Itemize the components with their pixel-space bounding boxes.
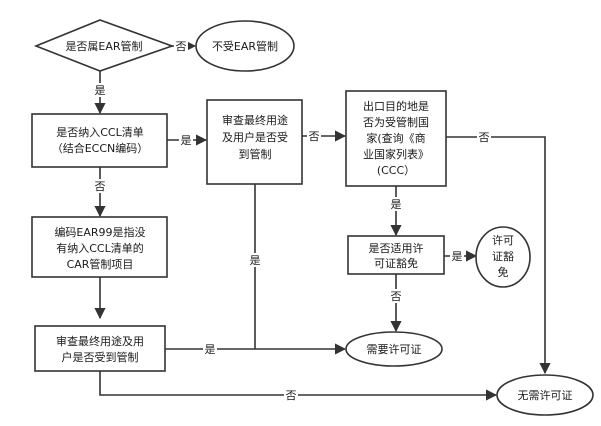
terminal-license-exempt: 许可 证豁 免: [475, 226, 531, 288]
edge-label-ccl-no: 否: [95, 180, 106, 193]
edge-label-review-top-no: 否: [309, 130, 320, 143]
decision-ear-scope: 是否属EAR管制: [33, 19, 175, 72]
process-review-top: 审查最终用途 及用户是否受 到管制: [206, 99, 303, 185]
process-destination-check-line5: (CCC）: [377, 164, 415, 177]
edge-label-country-yes: 是: [391, 198, 402, 211]
process-review-bottom: 审查最终用途及用 户是否受到管制: [34, 325, 166, 372]
decision-license-exemption-shape: [347, 235, 445, 275]
terminal-license-exempt-line2: 证豁: [492, 249, 514, 263]
terminal-no-license-shape: [496, 374, 594, 416]
terminal-not-ear-label: 不受EAR管制: [212, 39, 278, 53]
process-ear99: 编码EAR99是指没 有纳入CCL清单的 CAR管制项目: [31, 216, 168, 278]
terminal-license-exempt-shape: [475, 226, 531, 288]
decision-license-exemption-line2: 可证豁免: [374, 256, 418, 270]
process-destination-check-line1: 出口目的地是: [363, 99, 429, 113]
terminal-license-required: 需要许可证: [345, 331, 443, 367]
process-review-bottom-line2: 户是否受到管制: [62, 350, 139, 364]
terminal-license-exempt-line3: 免: [498, 265, 509, 279]
terminal-no-license: 无需许可证: [496, 374, 594, 416]
terminal-not-ear-shape: [195, 20, 295, 72]
process-destination-check-line4: 业国家列表》: [363, 147, 429, 161]
process-review-top-line3: 到管制: [239, 147, 272, 161]
process-ccl-check: 是否纳入CCL清单 （结合ECCN编码）: [31, 113, 168, 168]
nodes: 是否属EAR管制 不受EAR管制 是否纳入CCL清单 （结合ECCN编码） 审查…: [31, 19, 594, 416]
edge-label-country-no: 否: [479, 131, 490, 144]
edge-label-ccl-yes: 是: [181, 134, 192, 147]
decision-license-exemption-line1: 是否适用许: [369, 242, 424, 255]
edge-label-ear-yes: 是: [95, 84, 106, 97]
process-destination-check-line2: 否为受管制国: [363, 115, 429, 129]
process-review-bottom-line1: 审查最终用途及用: [56, 334, 144, 348]
terminal-license-required-shape: [345, 331, 443, 367]
decision-ear-scope-label: 是否属EAR管制: [65, 39, 142, 53]
edge-label-exempt-no: 否: [391, 290, 402, 303]
edge-label-exempt-yes: 是: [452, 250, 463, 263]
edge-label-review-bottom-yes: 是: [205, 343, 216, 356]
terminal-license-required-label: 需要许可证: [367, 343, 422, 356]
process-ccl-check-line2: （结合ECCN编码）: [52, 141, 149, 155]
process-destination-check-shape: [345, 90, 447, 187]
edge-label-review-bottom-no: 否: [286, 389, 297, 402]
process-destination-check-line3: 家(查询《商: [366, 131, 425, 145]
process-ear99-line3: CAR管制项目: [67, 257, 134, 271]
terminal-license-exempt-line1: 许可: [492, 234, 514, 247]
process-ear99-shape: [31, 216, 168, 278]
process-review-top-line1: 审查最终用途: [222, 113, 288, 127]
decision-license-exemption: 是否适用许 可证豁免: [347, 235, 445, 275]
process-ccl-check-shape: [31, 113, 168, 168]
edge-review-bottom-no-line: [99, 371, 498, 401]
terminal-no-license-label: 无需许可证: [518, 389, 573, 402]
edge-labels: 否 是 是 否 否 是 否 是 是 否 是 否: [93, 39, 491, 402]
process-review-bottom-shape: [34, 325, 166, 372]
process-review-top-line2: 及用户是否受: [222, 130, 288, 144]
edge-label-ear-no: 否: [176, 40, 187, 53]
process-ear99-line2: 有纳入CCL清单的: [56, 241, 144, 255]
process-ccl-check-line1: 是否纳入CCL清单: [56, 126, 144, 139]
edge-label-review-top-yes: 是: [250, 254, 261, 267]
process-review-top-shape: [206, 99, 303, 185]
process-destination-check: 出口目的地是 否为受管制国 家(查询《商 业国家列表》 (CCC）: [345, 90, 447, 187]
process-ear99-line1: 编码EAR99是指没: [54, 225, 145, 239]
terminal-not-ear: 不受EAR管制: [195, 20, 295, 72]
decision-ear-scope-shape: [33, 19, 175, 72]
